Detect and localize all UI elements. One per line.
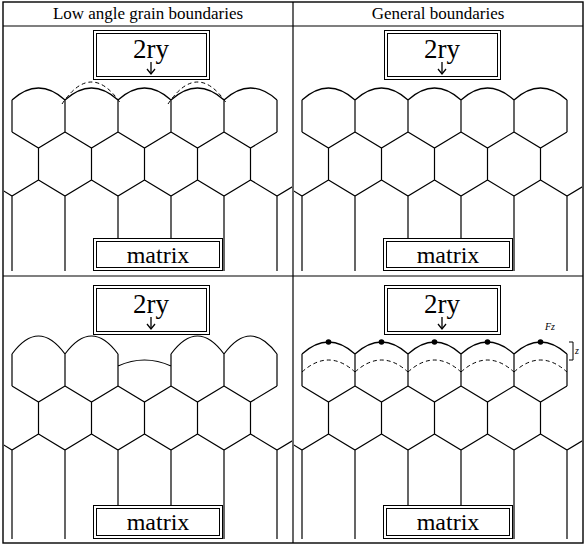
grain-boundaries xyxy=(294,88,582,271)
displacement-bracket xyxy=(569,342,573,360)
box-label: matrix xyxy=(417,243,480,268)
box-label: 2ry xyxy=(424,290,460,318)
growth-arrowhead xyxy=(147,69,155,74)
grain-boundaries xyxy=(4,336,292,539)
box-label: matrix xyxy=(417,510,480,535)
force-label: Fz xyxy=(545,321,555,332)
grain-cell xyxy=(294,88,582,271)
box-label: matrix xyxy=(127,510,190,535)
grain-cell xyxy=(294,339,582,539)
growth-arrowhead xyxy=(438,324,446,329)
matrix-box: matrix xyxy=(383,238,513,271)
grain-boundaries xyxy=(4,88,292,271)
growth-arrow xyxy=(441,317,442,328)
box-label: 2ry xyxy=(133,35,169,63)
grain-cell xyxy=(4,82,292,271)
box-label: matrix xyxy=(127,243,190,268)
growth-arrowhead xyxy=(438,69,446,74)
matrix-box: matrix xyxy=(93,238,223,271)
column-header: General boundaries xyxy=(370,4,507,24)
secondary-grain-box: 2ry xyxy=(93,30,210,80)
growth-arrow xyxy=(441,62,442,73)
matrix-box: matrix xyxy=(93,505,223,539)
secondary-grain-box: 2ry xyxy=(384,285,501,335)
grain-network xyxy=(0,82,586,539)
box-label: 2ry xyxy=(424,35,460,63)
former-boundary xyxy=(62,82,227,104)
growth-arrow xyxy=(150,62,151,73)
matrix-box: matrix xyxy=(383,505,513,539)
table-border xyxy=(3,2,583,543)
secondary-grain-box: 2ry xyxy=(93,285,210,335)
table-rule xyxy=(292,2,293,543)
growth-arrow xyxy=(150,317,151,328)
displacement-label: z xyxy=(575,345,579,356)
box-label: 2ry xyxy=(133,290,169,318)
grain-cell xyxy=(4,336,292,539)
grain-boundaries xyxy=(294,342,582,539)
column-header: Low angle grain boundaries xyxy=(51,4,245,24)
growth-arrowhead xyxy=(147,324,155,329)
former-boundary xyxy=(302,360,567,372)
secondary-grain-box: 2ry xyxy=(384,30,501,80)
